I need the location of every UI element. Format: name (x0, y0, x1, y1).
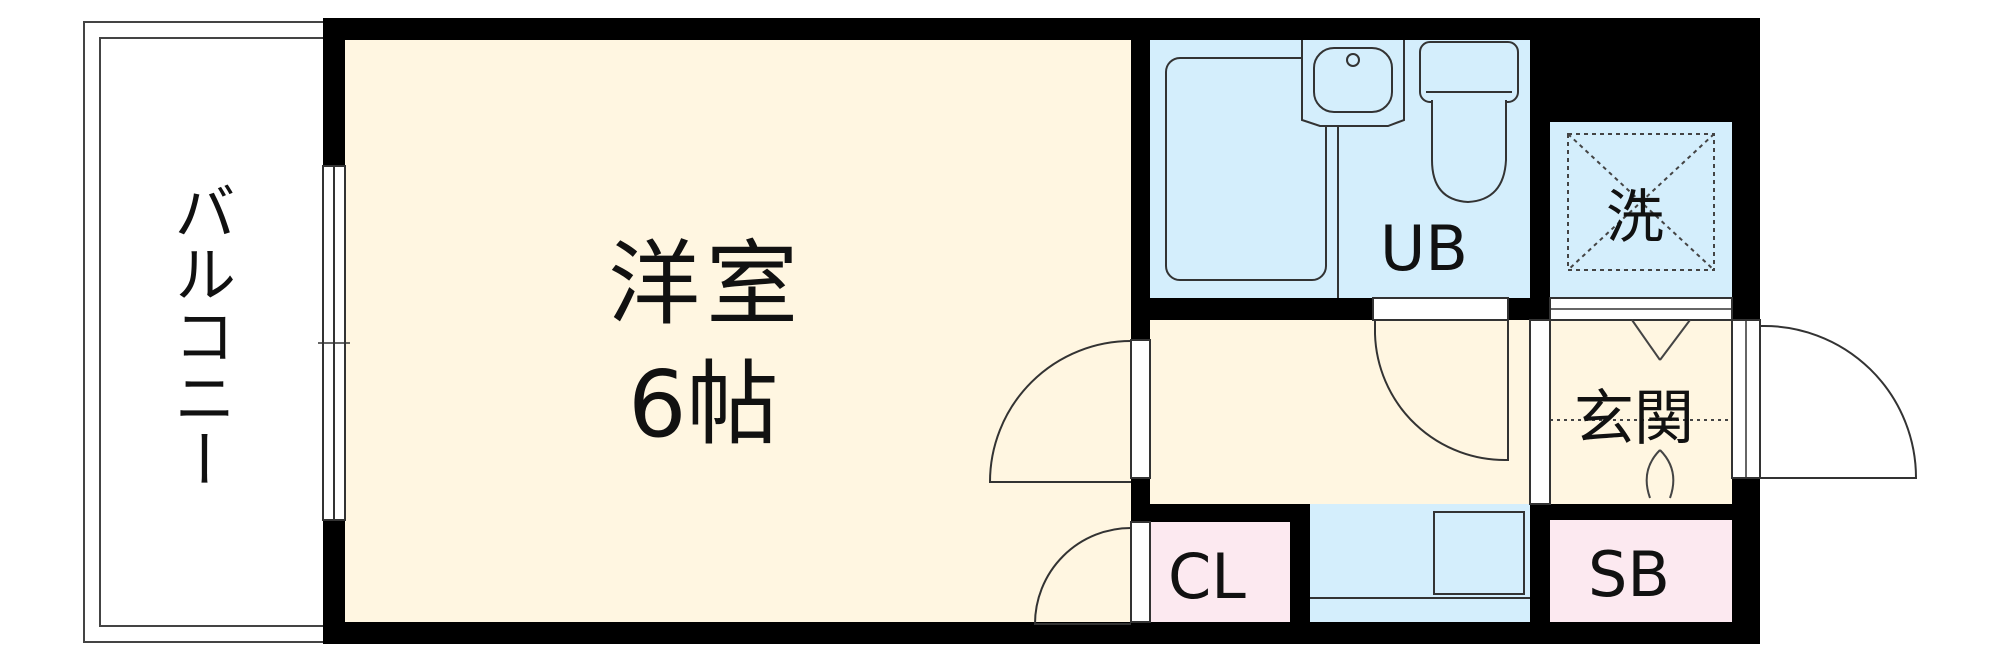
bath-door (1372, 297, 1509, 462)
washbasin (1301, 40, 1405, 127)
toilet (1419, 41, 1519, 204)
closet-door (1033, 521, 1151, 625)
shoe-box-floor (1550, 520, 1732, 622)
western-room-size: 6帖 (628, 351, 779, 458)
balcony-window (318, 165, 350, 521)
closet-label: CL (1168, 540, 1246, 613)
shoe-box-label: SB (1588, 538, 1670, 611)
kitchen-sink (1433, 511, 1525, 595)
laundry-pan (1567, 133, 1715, 271)
laundry-label: 洗 (1606, 183, 1665, 251)
closet-floor (1150, 522, 1290, 622)
room-door (988, 339, 1151, 483)
front-door (1731, 319, 1918, 479)
hallway-floor (1150, 320, 1535, 504)
western-room-label: 洋室 (608, 231, 805, 338)
unit-bath-label: UB (1380, 212, 1468, 285)
entrance-label: 玄関 (1574, 384, 1694, 454)
laundry-floor (1550, 122, 1732, 298)
kitchen-floor (1310, 504, 1535, 622)
western-room-floor (345, 40, 1131, 622)
entrance-floor (1550, 320, 1732, 504)
balcony-label: バルコニー (163, 180, 236, 490)
bathtub (1165, 57, 1327, 281)
